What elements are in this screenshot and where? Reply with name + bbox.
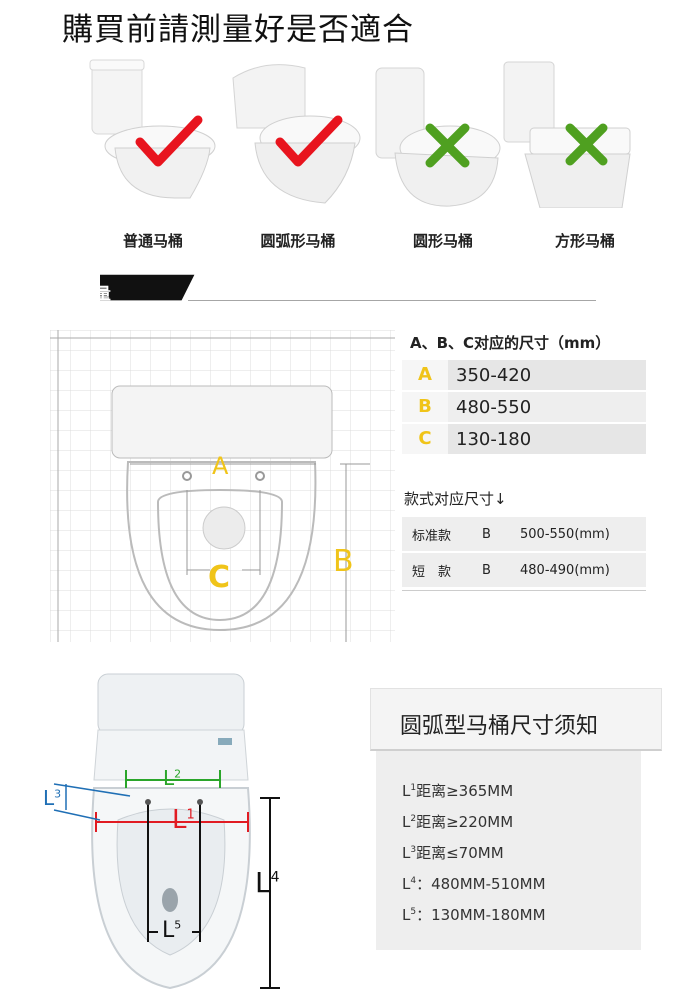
notice-title-bg [370,688,662,751]
size-value: 350-420 [456,364,532,386]
notice-line: L3距离≤70MM [402,842,504,863]
style-value: 480-490(mm) [520,562,610,578]
notice-line-sup: 3 [410,845,417,855]
notice-line-text: 距离≥220MM [416,813,514,831]
notice-line: L5：130MM-180MM [402,904,546,925]
label-l3-sup: 3 [54,787,62,801]
page-title: 購買前請測量好是否適合 [62,12,414,48]
toilet-topview [53,673,280,990]
notice-line-text: ：480MM-510MM [416,875,546,893]
notice-line-l: L [402,875,411,893]
section-label: 02-测量 [50,284,111,303]
notice-line: L1距离≥365MM [402,780,513,801]
style-value: 500-550(mm) [520,526,610,542]
notice-line-l: L [402,906,411,924]
notice-title: 圆弧型马桶尺寸须知 [400,714,599,739]
notice-line-text: 距离≥365MM [416,782,514,800]
toilet-label: 圆形马桶 [412,232,473,250]
label-c: C [208,560,231,595]
style-table-bottom [402,590,646,591]
toilet-type-4 [500,58,640,212]
label-l3-text: L [43,786,55,810]
notice-line: L2距离≥220MM [402,811,513,832]
style-row: 短 款 B 480-490(mm) [402,553,646,587]
toilet-icon [89,59,216,199]
toilet-label: 方形马桶 [554,232,615,250]
size-letter: B [402,392,448,422]
style-letter: B [482,526,491,542]
notice-line-sup: 5 [410,907,417,917]
label-l5: L5 [162,918,181,943]
toilet-type-2 [225,58,365,212]
label-l2: L2 [163,766,181,790]
toilet-label: 普通马桶 [122,232,183,250]
style-row: 标准款 B 500-550(mm) [402,517,646,551]
notice-line-l: L [402,782,411,800]
label-l1: L1 [172,805,195,835]
style-letter: B [482,562,491,578]
notice-line: L4：480MM-510MM [402,873,546,894]
notice-line-sup: 2 [410,814,417,824]
size-row: B 480-550 [402,392,646,422]
label-l4-text: L [255,866,271,899]
toilet-type-1 [80,58,220,212]
toilet-icon [375,67,501,207]
label-a: A [212,452,229,480]
label-l4-sup: 4 [270,869,280,886]
label-l5-text: L [162,918,175,943]
label-l1-sup: 1 [186,807,195,823]
label-l2-sup: 2 [174,767,182,781]
toilet-icon [503,61,631,209]
size-row: A 350-420 [402,360,646,390]
label-b: B [333,544,354,579]
notice-line-sup: 1 [410,783,417,793]
style-name: 标准款 [412,528,452,544]
measure-diagram [50,330,395,642]
label-l1-text: L [172,805,187,835]
size-value: 130-180 [456,428,532,450]
size-row: C 130-180 [402,424,646,454]
toilet-label: 圆弧形马桶 [260,232,336,250]
size-letter: C [402,424,448,454]
label-l4: L4 [255,866,280,899]
size-letter: A [402,360,448,390]
label-l5-sup: 5 [174,918,182,932]
label-l2-text: L [163,766,175,790]
notice-line-l: L [402,813,411,831]
notice-line-text: 距离≤70MM [416,844,504,862]
styles-title: 款式对应尺寸↓ [404,490,507,508]
sizes-title: A、B、C对应的尺寸（mm） [410,334,611,352]
size-value: 480-550 [456,396,532,418]
notice-line-l: L [402,844,411,862]
style-name: 短 款 [412,564,452,580]
notice-line-text: ：130MM-180MM [416,906,546,924]
label-l3: L3 [43,786,61,810]
toilet-icon [232,64,361,204]
toilet-type-3 [370,58,510,212]
section-banner [100,274,596,301]
notice-line-sup: 4 [410,876,417,886]
